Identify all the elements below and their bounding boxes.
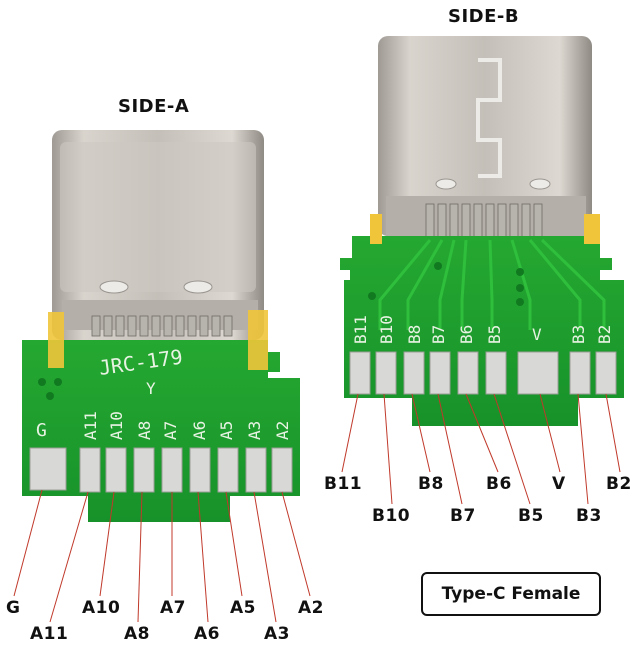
- silk-a2: A2: [273, 421, 292, 440]
- label-a6: A6: [194, 624, 220, 644]
- label-v: V: [552, 474, 566, 494]
- label-b7: B7: [450, 506, 476, 526]
- pad-a5: [217, 447, 239, 493]
- pad-b5: [485, 351, 507, 395]
- side-a-connector: JRC-179 Y G A11 A10 A8 A7 A6 A5 A3 A2: [13, 130, 311, 623]
- silk-a6: A6: [190, 421, 209, 440]
- pad-a7: [161, 447, 183, 493]
- label-b11: B11: [324, 474, 363, 494]
- pad-g: [29, 447, 67, 491]
- label-b5: B5: [518, 506, 544, 526]
- pad-b6: [457, 351, 479, 395]
- side-a-silk-y: Y: [146, 379, 156, 398]
- side-b-solder-pads: [349, 351, 617, 395]
- silk-b8: B8: [405, 325, 424, 344]
- label-a8: A8: [124, 624, 150, 644]
- label-a10: A10: [82, 598, 121, 618]
- pad-b8: [403, 351, 425, 395]
- side-a-title: SIDE-A: [118, 96, 190, 117]
- label-a3: A3: [264, 624, 290, 644]
- side-a-silk-g: G: [36, 420, 47, 441]
- label-a2: A2: [298, 598, 324, 618]
- label-b10: B10: [372, 506, 411, 526]
- pad-a6: [189, 447, 211, 493]
- pad-a10: [105, 447, 127, 493]
- silk-v: V: [532, 325, 542, 344]
- silk-a5: A5: [217, 421, 236, 440]
- label-g: G: [6, 598, 21, 618]
- side-a-solder-pads: [29, 447, 293, 493]
- label-a5: A5: [230, 598, 256, 618]
- side-a-latch-hole-left: [99, 280, 129, 294]
- side-b-latch-hole-left: [435, 178, 457, 190]
- side-b-connector: B11 B10 B8 B7 B6 B5 V B3 B2: [340, 36, 624, 505]
- silk-b11: B11: [351, 315, 370, 344]
- side-a-silk-pins: A11 A10 A8 A7 A6 A5 A3 A2: [81, 411, 292, 440]
- side-b-contact-fingers: [425, 203, 543, 239]
- silk-b3: B3: [569, 325, 588, 344]
- silk-a7: A7: [161, 421, 180, 440]
- pad-b2: [595, 351, 617, 395]
- label-b2: B2: [606, 474, 632, 494]
- side-b-leader-lines: [341, 393, 621, 505]
- pad-b10: [375, 351, 397, 395]
- pad-a11: [79, 447, 101, 493]
- pad-a3: [245, 447, 267, 493]
- pad-b7: [429, 351, 451, 395]
- label-a7: A7: [160, 598, 186, 618]
- label-b6: B6: [486, 474, 512, 494]
- side-a-leader-lines: [13, 489, 311, 623]
- side-b-traces: [378, 238, 606, 330]
- silk-b2: B2: [595, 325, 614, 344]
- silk-a8: A8: [135, 421, 154, 440]
- pad-a8: [133, 447, 155, 493]
- pad-b3: [569, 351, 591, 395]
- label-b3: B3: [576, 506, 602, 526]
- silk-b10: B10: [377, 315, 396, 344]
- silk-a3: A3: [245, 421, 264, 440]
- label-a11: A11: [30, 624, 69, 644]
- silk-a11: A11: [81, 411, 100, 440]
- pad-v: [517, 351, 559, 395]
- silk-b6: B6: [457, 325, 476, 344]
- silk-a10: A10: [107, 411, 126, 440]
- side-a-latch-hole-right: [183, 280, 213, 294]
- label-b8: B8: [418, 474, 444, 494]
- silk-b5: B5: [485, 325, 504, 344]
- side-a-contact-fingers: [91, 315, 233, 337]
- pad-a2: [271, 447, 293, 493]
- pad-b11: [349, 351, 371, 395]
- silk-b7: B7: [429, 325, 448, 344]
- side-b-title: SIDE-B: [448, 6, 520, 27]
- side-b-silk-pins: B11 B10 B8 B7 B6 B5 V B3 B2: [351, 315, 614, 344]
- product-type-label: Type-C Female: [421, 572, 601, 616]
- side-b-latch-hole-right: [529, 178, 551, 190]
